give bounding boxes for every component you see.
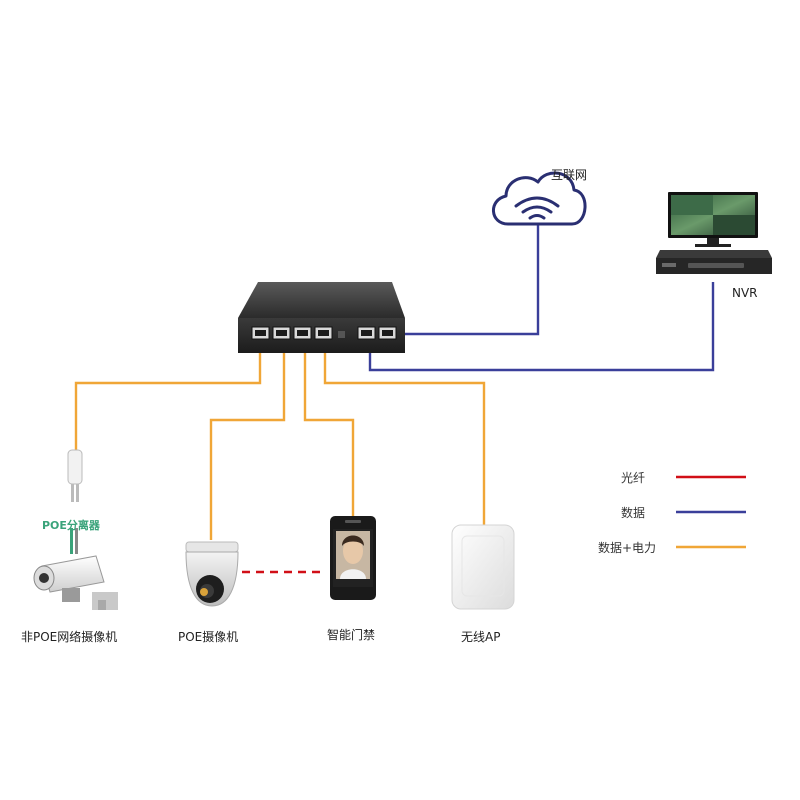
poe-splitter-label: POE分离器 [42, 519, 100, 532]
wireless-ap-label: 无线AP [461, 630, 501, 644]
line-port2-to-poe-camera [209, 340, 286, 540]
line-switch-to-nvr [368, 282, 715, 372]
line-port4-to-ap [323, 340, 486, 525]
line-port1-to-splitter [74, 340, 262, 450]
nvr-label: NVR [732, 286, 758, 300]
dome-camera-icon [185, 541, 239, 607]
non-poe-camera-label: 非POE网络摄像机 [21, 630, 118, 644]
poe-camera-label: POE摄像机 [178, 630, 239, 644]
legend-data-label: 数据 [621, 506, 646, 520]
bullet-camera-icon [33, 555, 118, 610]
cloud-wifi-icon [492, 171, 587, 226]
legend-fiber-label: 光纤 [621, 471, 646, 485]
line-internet-to-switch [402, 224, 540, 336]
poe-splitter-icon [67, 449, 83, 554]
access-control-label: 智能门禁 [327, 628, 376, 642]
wireless-ap-icon [451, 524, 515, 610]
line-port3-to-access-control [303, 340, 355, 516]
internet-label: 互联网 [551, 168, 588, 182]
poe-switch-icon [238, 282, 405, 353]
face-access-terminal-icon [330, 516, 376, 600]
legend-data-power-label: 数据+电力 [598, 541, 657, 555]
nvr-monitor-icon [656, 192, 772, 274]
